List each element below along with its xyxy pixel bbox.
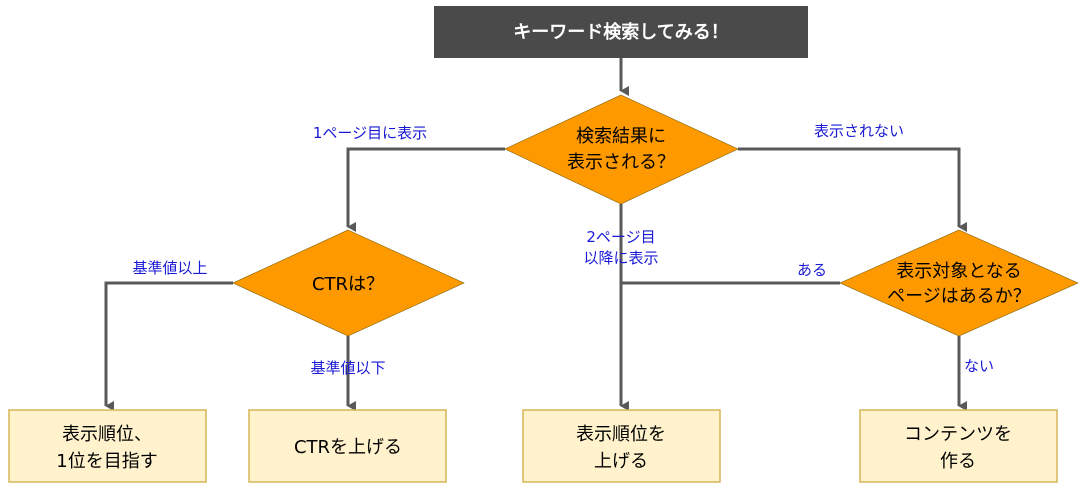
decision-search-result-line1: 検索結果に xyxy=(576,126,666,147)
decision-target-page-line1: 表示対象となる xyxy=(896,261,1021,282)
label-below: 基準値以下 xyxy=(310,359,385,377)
result-rank1: 表示順位、 1位を目指す xyxy=(8,409,207,483)
result-raise-rank-line2: 上げる xyxy=(594,451,648,472)
edge-labels: 1ページ目に表示 表示されない 2ページ目 以降に表示 基準値以上 基準値以下 … xyxy=(132,122,994,377)
start-node: キーワード検索してみる！ xyxy=(434,6,808,58)
connectors xyxy=(104,58,967,411)
edge-search-to-target xyxy=(738,147,967,232)
label-page1: 1ページ目に表示 xyxy=(313,124,427,142)
label-page2-line2: 以降に表示 xyxy=(583,249,658,267)
decision-search-result-line2: 表示される？ xyxy=(567,152,675,173)
edge-ctr-above xyxy=(104,281,233,411)
result-raise-ctr: CTRを上げる xyxy=(248,409,447,483)
result-raise-rank: 表示順位を 上げる xyxy=(522,409,721,483)
label-above: 基準値以上 xyxy=(132,259,207,277)
decision-ctr: CTRは？ xyxy=(232,229,465,337)
decision-ctr-label: CTRは？ xyxy=(312,274,384,295)
decision-search-result: 検索結果に 表示される？ xyxy=(504,94,739,205)
result-make-content: コンテンツを 作る xyxy=(859,409,1058,483)
start-node-label: キーワード検索してみる！ xyxy=(513,21,728,43)
result-make-content-line2: 作る xyxy=(940,451,976,472)
label-not-shown: 表示されない xyxy=(814,122,904,140)
decision-target-page: 表示対象となる ページはあるか？ xyxy=(839,229,1079,337)
label-yes: ある xyxy=(797,261,827,279)
result-raise-rank-line1: 表示順位を xyxy=(576,424,666,445)
result-rank1-line2: 1位を目指す xyxy=(56,451,157,472)
result-make-content-line1: コンテンツを xyxy=(904,424,1012,445)
result-raise-ctr-line1: CTRを上げる xyxy=(294,437,402,458)
decision-target-page-line2: ページはあるか？ xyxy=(887,286,1031,307)
result-rank1-line1: 表示順位、 xyxy=(62,424,152,445)
label-page2-line1: 2ページ目 xyxy=(586,228,655,246)
label-no: ない xyxy=(964,357,994,375)
edge-search-to-ctr xyxy=(346,147,505,232)
